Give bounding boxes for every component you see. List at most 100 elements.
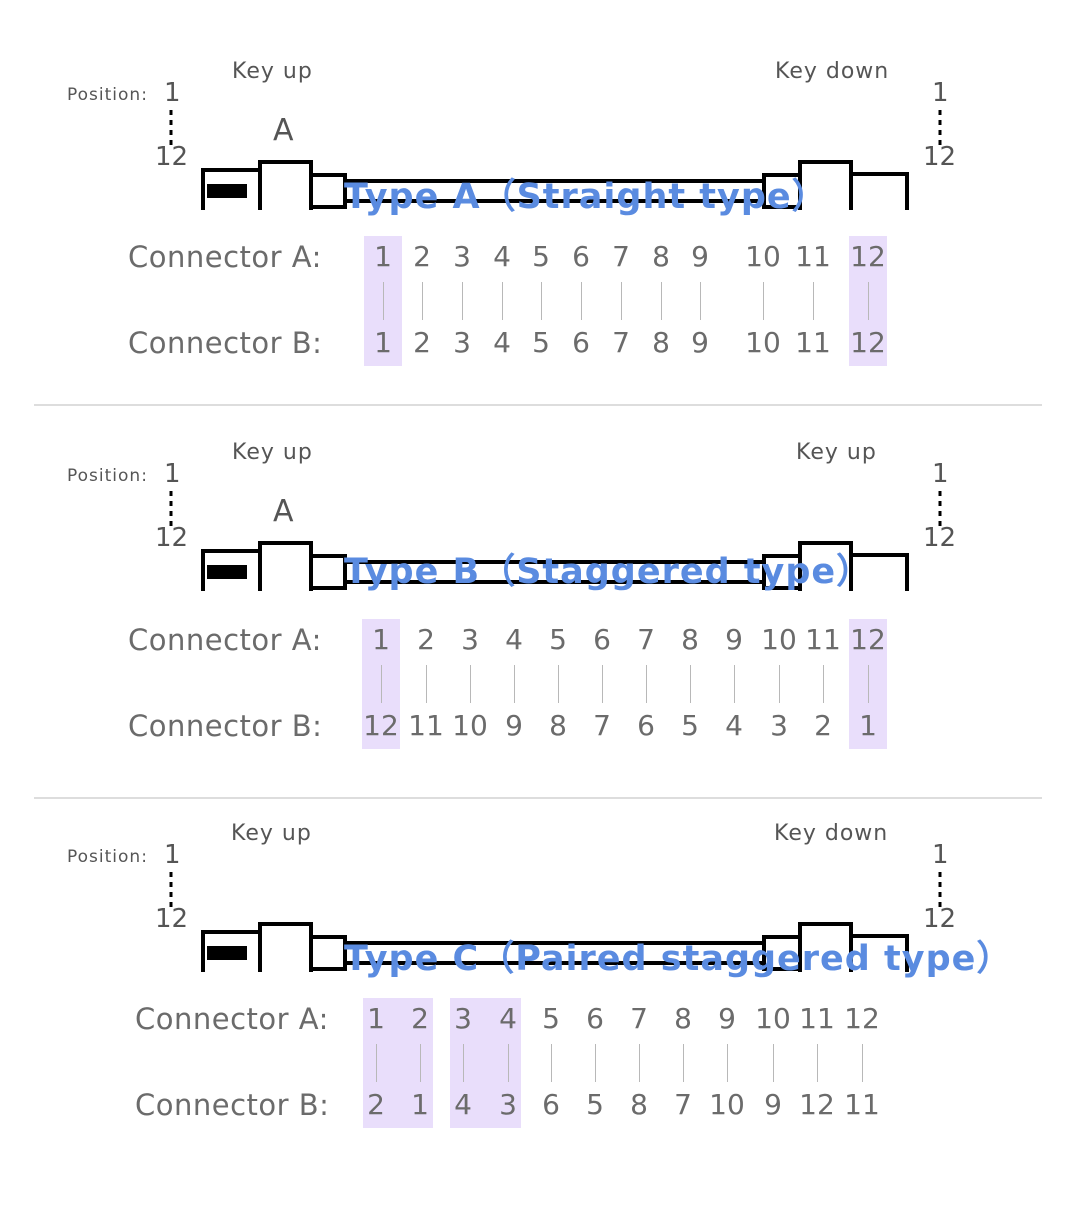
position-label: Position: [67, 847, 148, 867]
connector-b-pin: 11 [408, 709, 444, 742]
connector-a-pin: 11 [805, 623, 841, 656]
connector-a-pin: 7 [637, 623, 655, 656]
section-type-a: Key up Key down Position: 1 12 1 12 A Ty… [0, 59, 1080, 450]
left-key-label: Key up [232, 59, 313, 84]
left-key-label: Key up [232, 440, 313, 465]
position-label: Position: [67, 85, 148, 105]
connector-a-pin: 8 [674, 1002, 692, 1035]
pin-connection-line [639, 1044, 640, 1082]
pin-connection-line [868, 282, 869, 320]
connector-b-pin: 11 [844, 1088, 880, 1121]
connector-b-pin: 2 [367, 1088, 385, 1121]
right-key-label: Key down [774, 821, 889, 846]
right-pos-bottom: 12 [923, 142, 957, 172]
connector-a-pin: 3 [453, 240, 471, 273]
pin-connection-line [813, 282, 814, 320]
left-pos-bottom: 12 [155, 904, 189, 934]
pin-connection-line [621, 282, 622, 320]
connector-b-pin: 10 [452, 709, 488, 742]
connector-a-label: Connector A: [135, 1002, 329, 1036]
left-pos-top: 1 [164, 78, 181, 108]
connector-b-pin: 5 [586, 1088, 604, 1121]
connector-b-pin: 11 [795, 326, 831, 359]
connector-b-pin: 10 [709, 1088, 745, 1121]
connector-a-pin: 12 [850, 623, 886, 656]
connector-b-label: Connector B: [128, 326, 323, 360]
connector-badge: A [273, 113, 294, 148]
pin-connection-line [773, 1044, 774, 1082]
connector-a-pin: 5 [549, 623, 567, 656]
connector-a-pin: 6 [586, 1002, 604, 1035]
connector-b-pin: 8 [652, 326, 670, 359]
pin-connection-line [727, 1044, 728, 1082]
connector-b-pin: 1 [374, 326, 392, 359]
connector-a-pin: 3 [454, 1002, 472, 1035]
pin-connection-line [426, 665, 427, 703]
connector-a-pin: 2 [413, 240, 431, 273]
connector-b-pin: 6 [542, 1088, 560, 1121]
left-connector-body [258, 922, 313, 972]
connector-b-pin: 3 [770, 709, 788, 742]
connector-b-pin: 1 [859, 709, 877, 742]
diagram-title: Type A（Straight type） [344, 177, 828, 217]
cable-diagram [169, 110, 942, 210]
connector-b-pin: 6 [572, 326, 590, 359]
pin-highlight [450, 998, 521, 1128]
connector-a-pin: 12 [850, 240, 886, 273]
connector-b-pin: 4 [725, 709, 743, 742]
pin-connection-line [422, 282, 423, 320]
connector-b-pin: 2 [413, 326, 431, 359]
connector-b-pin: 9 [505, 709, 523, 742]
pin-connection-line [602, 665, 603, 703]
connector-a-pin: 9 [725, 623, 743, 656]
connector-b-label: Connector B: [135, 1088, 330, 1122]
pin-connection-line [700, 282, 701, 320]
right-key-label: Key up [796, 440, 877, 465]
pin-connection-line [763, 282, 764, 320]
left-pos-top: 1 [164, 840, 181, 870]
pin-connection-line [734, 665, 735, 703]
connector-a-pin: 11 [799, 1002, 835, 1035]
cable-diagram [169, 872, 942, 972]
pin-connection-line [381, 665, 382, 703]
connector-b-pin: 12 [363, 709, 399, 742]
left-boot [309, 554, 347, 590]
connector-a-pin: 4 [493, 240, 511, 273]
connector-b-pin: 9 [764, 1088, 782, 1121]
pin-connection-line [779, 665, 780, 703]
right-pos-bottom: 12 [923, 904, 957, 934]
pin-connection-line [462, 282, 463, 320]
connector-b-pin: 7 [593, 709, 611, 742]
section-type-b: Key up Key up Position: 1 12 1 12 A Type… [0, 440, 1080, 831]
connector-a-pin: 4 [499, 1002, 517, 1035]
connector-a-pin: 1 [367, 1002, 385, 1035]
connector-a-pin: 6 [572, 240, 590, 273]
left-key-label: Key up [231, 821, 312, 846]
right-boot [762, 554, 802, 590]
connector-b-pin: 8 [549, 709, 567, 742]
pin-connection-line [646, 665, 647, 703]
connector-a-pin: 3 [461, 623, 479, 656]
section-divider [34, 797, 1042, 799]
connector-b-pin: 1 [411, 1088, 429, 1121]
connector-a-label: Connector A: [128, 623, 322, 657]
left-pos-top: 1 [164, 459, 181, 489]
connector-b-pin: 2 [814, 709, 832, 742]
connector-a-pin: 9 [718, 1002, 736, 1035]
pin-connection-line [661, 282, 662, 320]
pin-connection-line [463, 1044, 464, 1082]
position-label: Position: [67, 466, 148, 486]
connector-a-pin: 5 [532, 240, 550, 273]
right-ferrule [849, 553, 909, 591]
section-divider [34, 404, 1042, 406]
right-ferrule [849, 172, 909, 210]
connector-b-pin: 12 [850, 326, 886, 359]
connector-a-pin: 5 [542, 1002, 560, 1035]
connector-b-pin: 6 [637, 709, 655, 742]
pin-connection-line [823, 665, 824, 703]
connector-a-pin: 1 [374, 240, 392, 273]
connector-b-pin: 3 [499, 1088, 517, 1121]
connector-a-pin: 2 [417, 623, 435, 656]
connector-a-pin: 8 [681, 623, 699, 656]
right-key-label: Key down [775, 59, 890, 84]
